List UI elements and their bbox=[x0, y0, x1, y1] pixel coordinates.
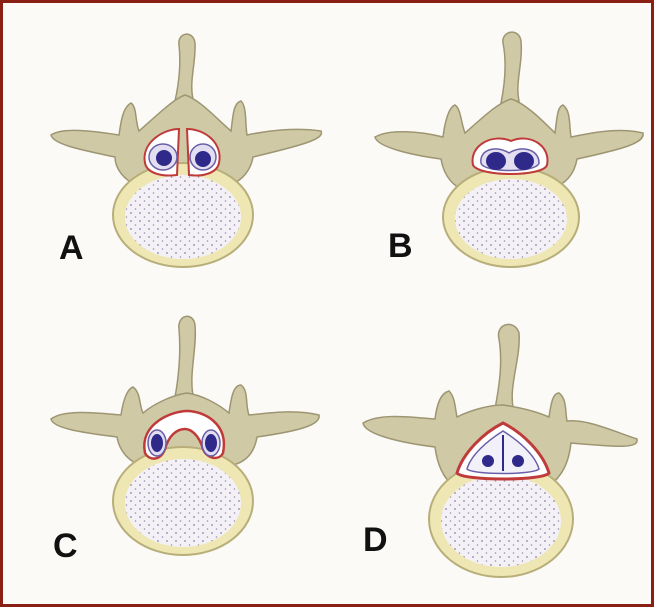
spinous-process-b bbox=[501, 32, 521, 103]
spinous-process-a bbox=[175, 34, 195, 101]
spinous-process-d bbox=[495, 324, 519, 409]
vertebra-c bbox=[51, 316, 319, 555]
panel-label-a: A bbox=[59, 231, 84, 265]
panel-label-c: C bbox=[53, 529, 78, 563]
spinous-process-c bbox=[175, 316, 195, 397]
panel-label-d: D bbox=[363, 523, 388, 557]
vertebra-d bbox=[363, 324, 637, 577]
vertebrae-illustration bbox=[3, 3, 654, 610]
vertebra-a bbox=[51, 34, 321, 267]
panel-label-b: B bbox=[388, 229, 413, 263]
vertebra-b bbox=[375, 32, 643, 267]
